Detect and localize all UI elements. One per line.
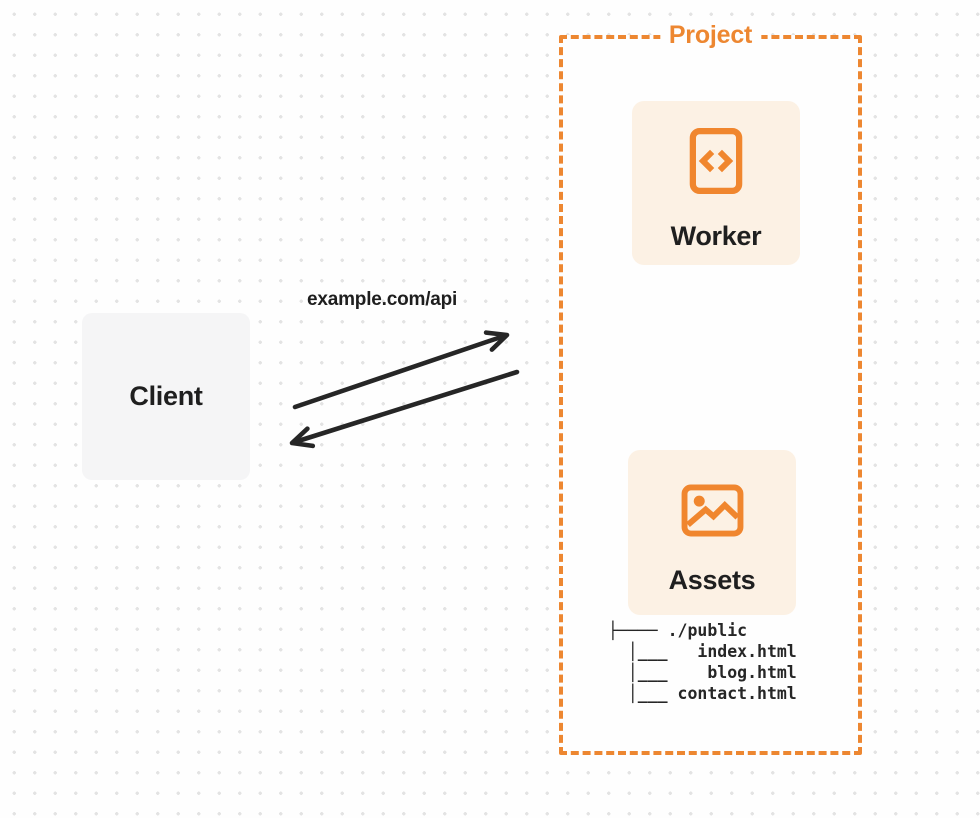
client-node: Client xyxy=(82,313,250,480)
project-label: Project xyxy=(659,19,762,51)
worker-label: Worker xyxy=(670,221,762,251)
image-icon xyxy=(681,484,743,537)
client-label: Client xyxy=(129,381,203,411)
code-file-icon xyxy=(689,127,743,195)
arrow-project-to-client xyxy=(289,369,520,449)
assets-label: Assets xyxy=(668,565,756,595)
assets-node: Assets xyxy=(628,450,796,615)
request-url-label: example.com/api xyxy=(307,289,458,310)
project-group: Project Worker Assets xyxy=(559,19,862,755)
assets-file-tree: ├──── ./public │___ index.html │___ blog… xyxy=(608,621,797,703)
worker-node: Worker xyxy=(632,101,800,265)
arrow-client-to-project xyxy=(292,330,510,410)
